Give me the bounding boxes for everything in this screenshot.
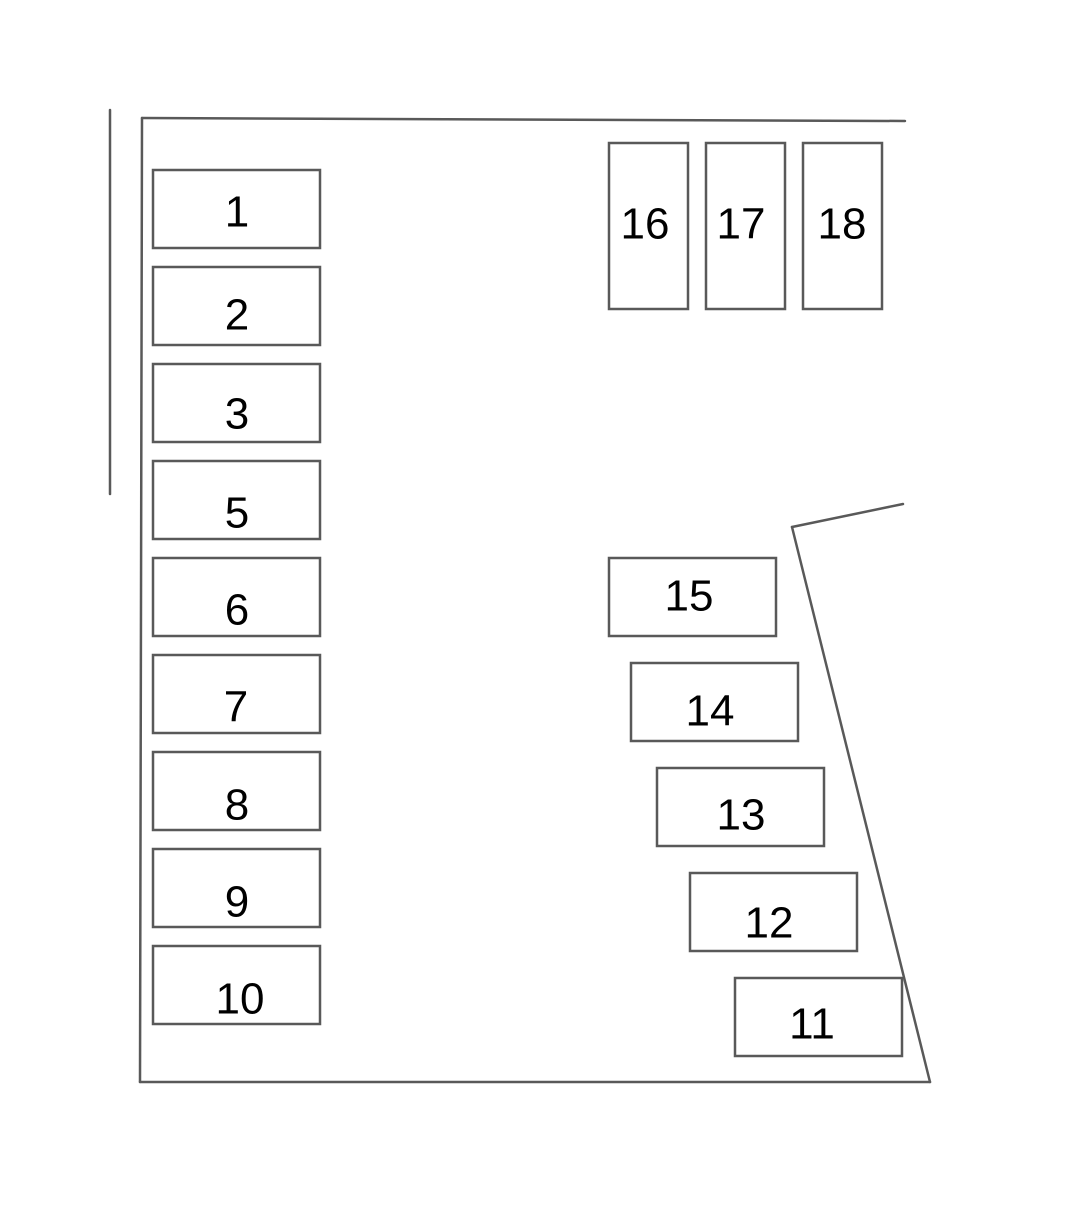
slot-box [151,362,322,444]
slot-box [151,265,322,347]
slot-1: 1 [151,168,322,250]
diagonal-right-wall [790,525,932,1084]
slot-16: 16 [607,141,690,311]
slot-box [688,871,859,953]
slot-12: 12 [688,871,859,953]
slot-label: 6 [225,586,249,635]
slot-label: 16 [621,200,670,249]
left-wall [138,116,144,1084]
slot-3: 3 [151,362,322,444]
slot-label: 14 [686,687,735,736]
slot-label: 10 [216,975,265,1024]
slot-11: 11 [733,976,904,1058]
slot-box [655,766,826,848]
slot-label: 12 [745,899,794,948]
slot-13: 13 [655,766,826,848]
slot-label: 3 [225,390,249,439]
slot-box [704,141,787,311]
slot-2: 2 [151,265,322,347]
slot-label: 8 [225,781,249,830]
slot-8: 8 [151,750,322,832]
slot-7: 7 [151,653,322,735]
slot-15: 15 [607,556,778,638]
boundary-walls [108,108,932,1084]
slot-18: 18 [801,141,884,311]
upper-right-wall [790,502,905,529]
slot-box [151,459,322,541]
slot-label: 1 [225,188,249,237]
slot-17: 17 [704,141,787,311]
slot-box [151,750,322,832]
top-wall [140,116,907,123]
slot-5: 5 [151,459,322,541]
slot-box [151,847,322,929]
slot-box [607,141,690,311]
slot-label: 7 [224,683,248,732]
slot-box [151,653,322,735]
slot-9: 9 [151,847,322,929]
slot-box [733,976,904,1058]
slot-label: 18 [818,200,867,249]
slot-box [607,556,778,638]
slot-label: 11 [789,1000,835,1049]
slot-label: 5 [225,489,249,538]
slot-6: 6 [151,556,322,638]
slot-box [629,661,800,743]
slot-box [151,944,322,1026]
slot-label: 15 [665,572,714,621]
slot-label: 13 [717,791,766,840]
slot-box [801,141,884,311]
slot-box [151,556,322,638]
slot-label: 2 [225,291,249,340]
slot-label: 17 [717,200,766,249]
slot-14: 14 [629,661,800,743]
slot-box [151,168,322,250]
slot-label: 9 [225,878,249,927]
slot-10: 10 [151,944,322,1026]
